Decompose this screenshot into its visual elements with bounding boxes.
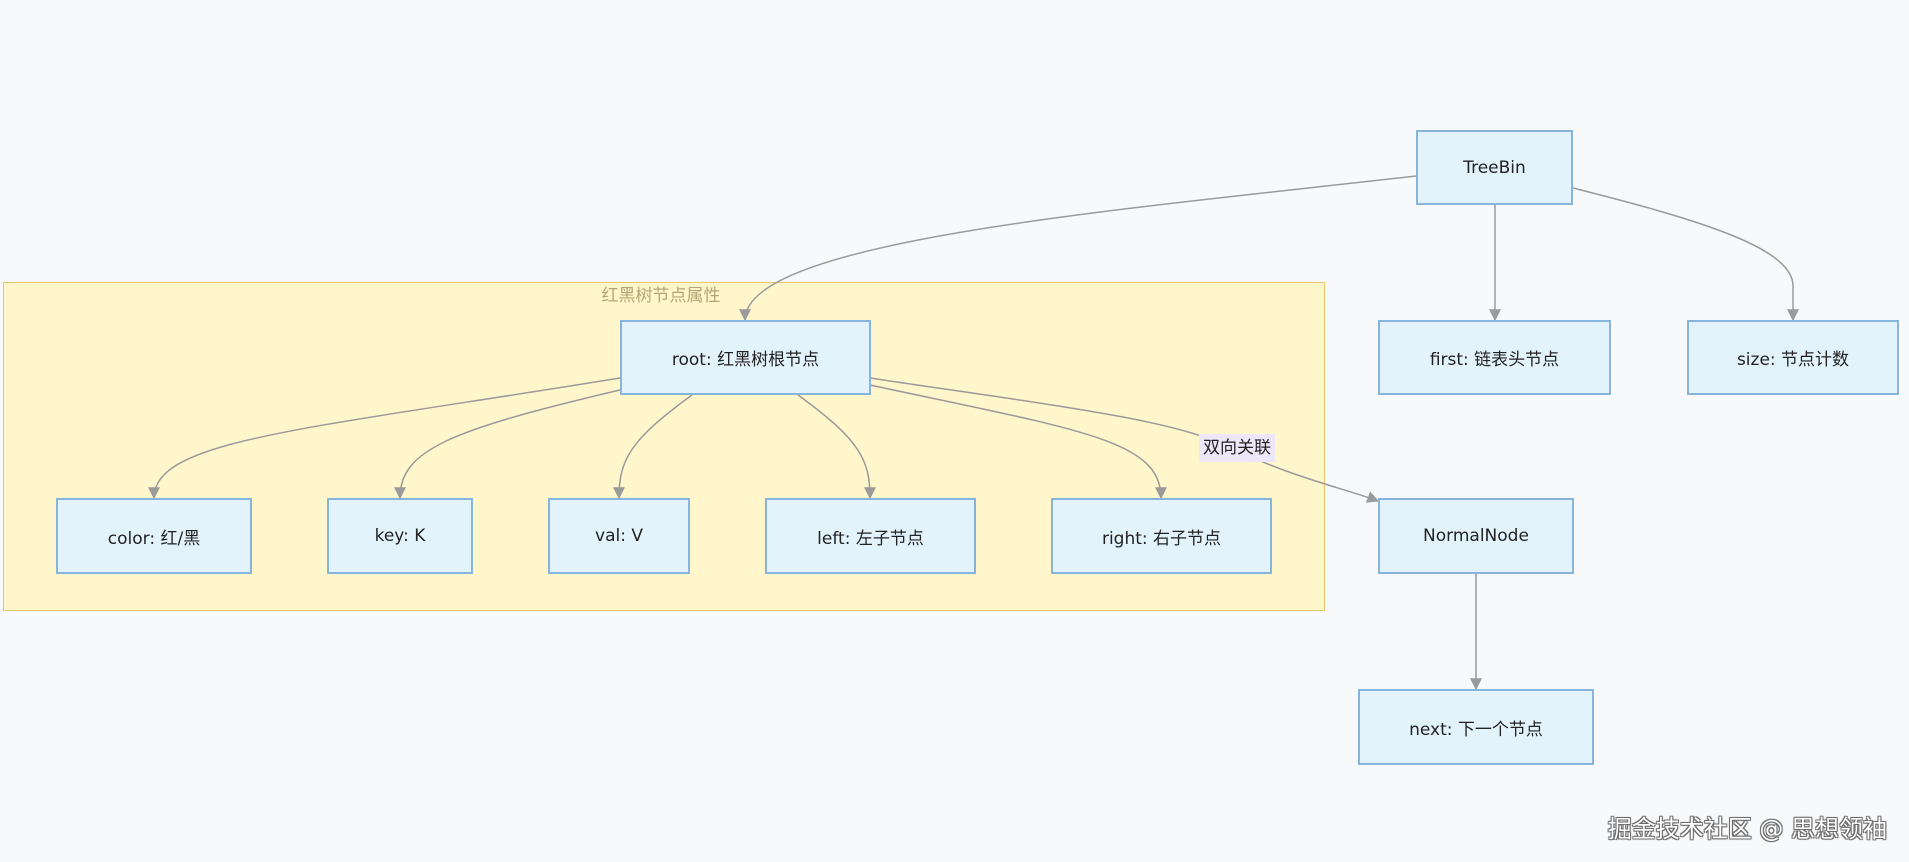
node-treebin: TreeBin [1416, 130, 1573, 205]
node-color: color: 红/黑 [56, 498, 252, 574]
edge-root-left [797, 394, 876, 500]
node-root: root: 红黑树根节点 [620, 320, 871, 395]
edge-label-bidirectional: 双向关联 [1199, 434, 1275, 462]
edge-root-normalnode [869, 377, 1380, 503]
node-left: left: 左子节点 [765, 498, 976, 574]
node-normalnode: NormalNode [1378, 498, 1574, 574]
node-right: right: 右子节点 [1051, 498, 1272, 574]
edge-treebin-size [1572, 187, 1799, 322]
cluster-title: 红黑树节点属性 [601, 286, 721, 306]
node-first: first: 链表头节点 [1378, 320, 1611, 395]
node-val: val: V [548, 498, 690, 574]
edge-root-key [394, 389, 621, 500]
edge-root-right [869, 384, 1167, 500]
node-next: next: 下一个节点 [1358, 689, 1594, 765]
node-size: size: 节点计数 [1687, 320, 1899, 395]
edge-treebin-root [739, 175, 1417, 322]
node-key: key: K [327, 498, 473, 574]
edge-root-val [613, 394, 693, 500]
edge-root-color [148, 377, 621, 500]
watermark: 掘金技术社区 @ 思想领袖 [1607, 815, 1887, 843]
